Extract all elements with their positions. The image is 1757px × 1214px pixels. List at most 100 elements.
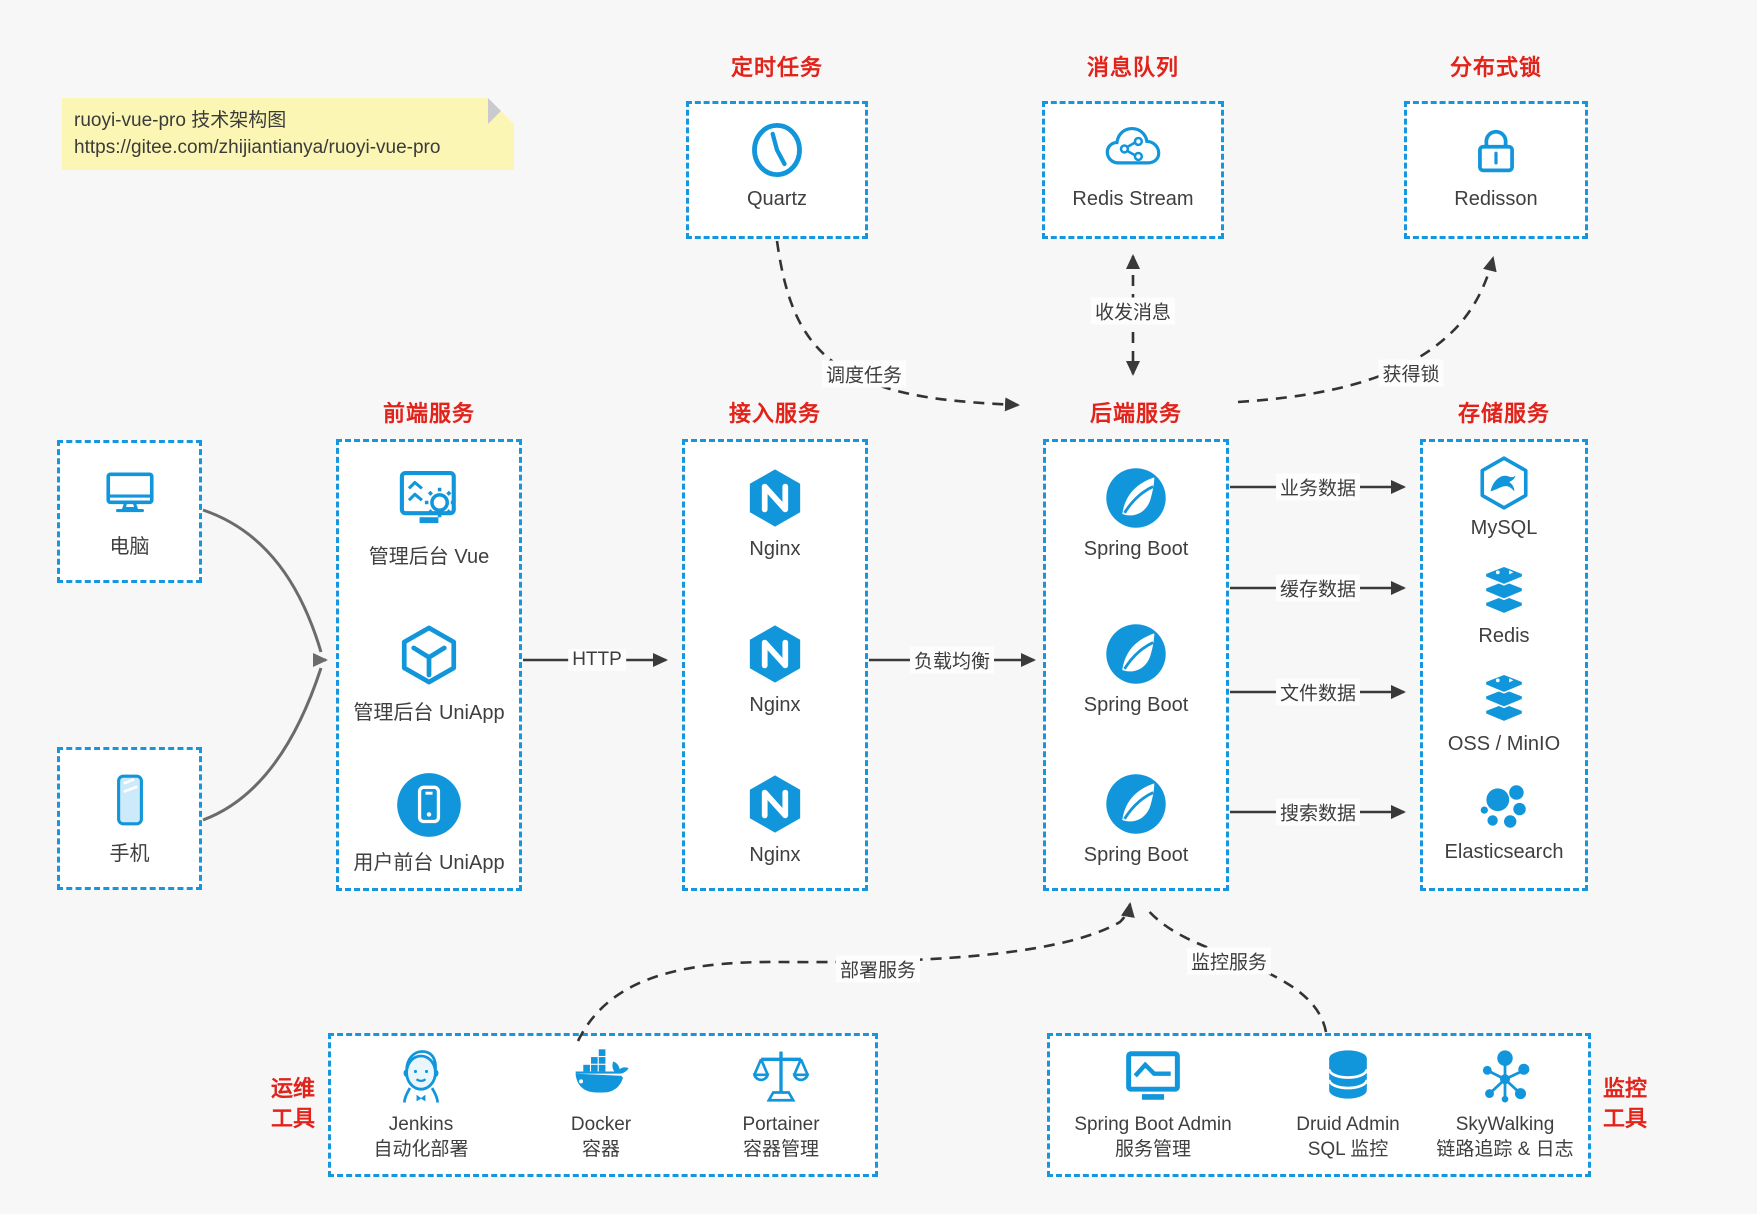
- node-sub-label: SQL 监控: [1307, 1139, 1389, 1160]
- node-label: Redis Stream: [1072, 188, 1194, 210]
- note-url: https://gitee.com/zhijiantianya/ruoyi-vu…: [74, 137, 441, 158]
- frontend-item-vue: 管理后台 Vue: [339, 466, 519, 569]
- edge-label-load-balance: 负载均衡: [909, 646, 995, 674]
- frontend-column: 管理后台 Vue 管理后台 UniApp 用户前台 UniApp: [336, 439, 522, 891]
- node-label: 手机: [109, 843, 150, 865]
- node-label: Spring Boot: [1083, 694, 1189, 716]
- column-title-frontend: 前端服务: [382, 401, 476, 426]
- gateway-item-nginx-2: Nginx: [685, 622, 865, 717]
- group-title-scheduled-tasks: 定时任务: [730, 55, 824, 80]
- node-label: Elasticsearch: [1444, 841, 1564, 863]
- edge-label-deploy: 部署服务: [835, 955, 921, 983]
- storage-item-redis: Redis: [1423, 562, 1585, 648]
- database-icon: [1327, 1050, 1369, 1099]
- node-label: 电脑: [109, 536, 150, 558]
- node-label: Quartz: [746, 188, 808, 210]
- pc-client-box: 电脑: [57, 440, 202, 583]
- node-label: SkyWalking: [1455, 1114, 1555, 1135]
- storage-column: MySQL Redis: [1420, 439, 1588, 891]
- node-sub-label: 服务管理: [1114, 1139, 1191, 1160]
- note-title: ruoyi-vue-pro 技术架构图: [74, 110, 287, 131]
- ops-tools-side-line2: 工具: [270, 1106, 315, 1131]
- edge-label-schedule: 调度任务: [821, 360, 907, 388]
- lock-icon: [1478, 129, 1514, 173]
- node-label: OSS / MinIO: [1447, 733, 1561, 755]
- column-title-backend: 后端服务: [1089, 401, 1183, 426]
- node-label: Redisson: [1454, 188, 1538, 210]
- ops-item-jenkins: Jenkins 自动化部署: [341, 1046, 501, 1162]
- cloud-stream-icon: [1105, 126, 1161, 165]
- node-sub-label: 容器: [581, 1139, 620, 1160]
- column-title-storage: 存储服务: [1457, 401, 1551, 426]
- jenkins-icon: [403, 1050, 439, 1103]
- node-label: Nginx: [749, 844, 801, 866]
- docker-icon: [575, 1049, 629, 1093]
- sticky-note: ruoyi-vue-pro 技术架构图 https://gitee.com/zh…: [62, 98, 514, 170]
- mysql-icon: [1480, 456, 1528, 510]
- node-label: Redis: [1478, 625, 1530, 647]
- gateway-column: Nginx Nginx Nginx: [682, 439, 868, 891]
- uniapp-cube-icon: [401, 625, 457, 685]
- backend-item-springboot-3: Spring Boot: [1046, 772, 1226, 867]
- ops-tools-side-line1: 运维: [270, 1076, 315, 1101]
- backend-item-springboot-2: Spring Boot: [1046, 622, 1226, 717]
- note-fold-icon: [488, 98, 514, 124]
- spring-boot-icon: [1106, 774, 1166, 834]
- oss-stack-icon: [1484, 673, 1524, 723]
- portainer-scales-icon: [752, 1051, 810, 1102]
- node-label: Nginx: [749, 538, 801, 560]
- monitor-tools-box: Spring Boot Admin 服务管理 Druid Admin SQL 监…: [1047, 1033, 1591, 1177]
- node-label: MySQL: [1470, 517, 1538, 539]
- node-label: Nginx: [749, 694, 801, 716]
- group-title-distributed-lock: 分布式锁: [1449, 55, 1543, 80]
- ops-tools-box: Jenkins 自动化部署 Docker 容器: [328, 1033, 878, 1177]
- backend-column: Spring Boot Spring Boot Spring Boot: [1043, 439, 1229, 891]
- redis-stream-box: Redis Stream: [1042, 101, 1224, 239]
- spring-boot-admin-icon: [1126, 1051, 1180, 1100]
- edge-label-business-data: 业务数据: [1275, 473, 1361, 501]
- backend-item-springboot-1: Spring Boot: [1046, 466, 1226, 561]
- user-app-icon: [397, 773, 461, 837]
- monitor-item-druid: Druid Admin SQL 监控: [1248, 1046, 1448, 1162]
- desktop-icon: [105, 472, 154, 513]
- monitor-item-sba: Spring Boot Admin 服务管理: [1053, 1046, 1253, 1162]
- ops-tools-side-label: 运维 工具: [230, 1074, 315, 1134]
- ops-item-docker: Docker 容器: [521, 1046, 681, 1162]
- node-sub-label: 链路追踪 & 日志: [1436, 1139, 1574, 1160]
- nginx-icon: [749, 625, 801, 683]
- quartz-box: Quartz: [686, 101, 868, 239]
- edge-label-message: 收发消息: [1090, 297, 1176, 325]
- spring-boot-icon: [1106, 468, 1166, 528]
- storage-item-oss-minio: OSS / MinIO: [1423, 670, 1585, 756]
- clock-icon: [752, 122, 802, 178]
- frontend-item-admin-uniapp: 管理后台 UniApp: [339, 622, 519, 725]
- redisson-box: Redisson: [1404, 101, 1588, 239]
- node-sub-label: 自动化部署: [373, 1139, 469, 1160]
- node-label: Spring Boot: [1083, 844, 1189, 866]
- spring-boot-icon: [1106, 624, 1166, 684]
- edge-label-cache-data: 缓存数据: [1275, 574, 1361, 602]
- node-label: 管理后台 Vue: [368, 546, 490, 568]
- node-label: Spring Boot Admin: [1074, 1114, 1232, 1135]
- nginx-icon: [749, 469, 801, 527]
- node-label: 管理后台 UniApp: [353, 702, 505, 724]
- edge-label-lock: 获得锁: [1378, 359, 1444, 387]
- column-title-gateway: 接入服务: [728, 401, 822, 426]
- node-label: Docker: [570, 1114, 632, 1135]
- gateway-item-nginx-1: Nginx: [685, 466, 865, 561]
- monitor-item-skywalking: SkyWalking 链路追踪 & 日志: [1410, 1046, 1600, 1162]
- frontend-item-user-uniapp: 用户前台 UniApp: [339, 772, 519, 875]
- storage-item-mysql: MySQL: [1423, 454, 1585, 540]
- node-sub-label: 容器管理: [742, 1139, 819, 1160]
- redis-stack-icon: [1484, 565, 1524, 615]
- node-label: 用户前台 UniApp: [353, 852, 505, 874]
- admin-vue-icon: [399, 471, 456, 524]
- monitor-tools-side-line2: 工具: [1603, 1106, 1648, 1131]
- node-label: Portainer: [742, 1114, 820, 1135]
- ops-item-portainer: Portainer 容器管理: [701, 1046, 861, 1162]
- node-label: Druid Admin: [1296, 1114, 1400, 1135]
- nginx-icon: [749, 775, 801, 833]
- gateway-item-nginx-3: Nginx: [685, 772, 865, 867]
- edge-label-search-data: 搜索数据: [1275, 798, 1361, 826]
